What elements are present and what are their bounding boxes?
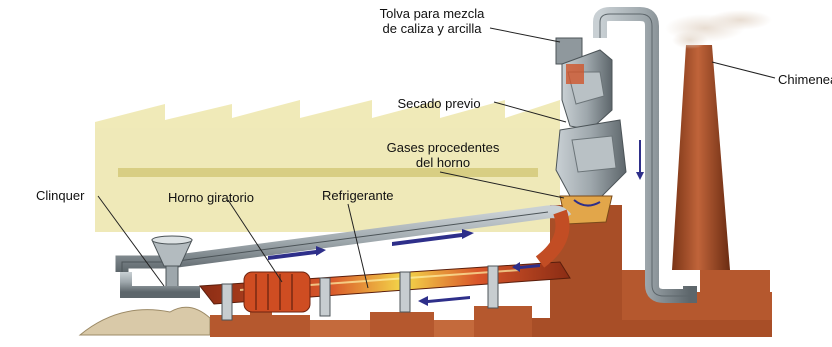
kiln-drum — [244, 272, 310, 312]
label-clinquer: Clinquer — [36, 188, 84, 203]
label-gases-line1: Gases procedentes — [380, 140, 506, 155]
label-tolva-line2: de caliza y arcilla — [368, 21, 496, 36]
label-secado-previo: Secado previo — [388, 96, 490, 111]
preheater-tower — [556, 38, 626, 224]
label-gases-line2: del horno — [380, 155, 506, 170]
label-gases: Gases procedentes del horno — [380, 140, 506, 170]
raw-material-pile — [80, 307, 210, 335]
label-tolva: Tolva para mezcla de caliza y arcilla — [368, 6, 496, 36]
chimney — [665, 10, 772, 270]
cooler-pipe — [126, 272, 200, 292]
label-horno-giratorio: Horno giratorio — [168, 190, 254, 205]
label-tolva-line1: Tolva para mezcla — [368, 6, 496, 21]
label-refrigerante: Refrigerante — [322, 188, 394, 203]
label-chimenea: Chimenea — [778, 72, 832, 87]
